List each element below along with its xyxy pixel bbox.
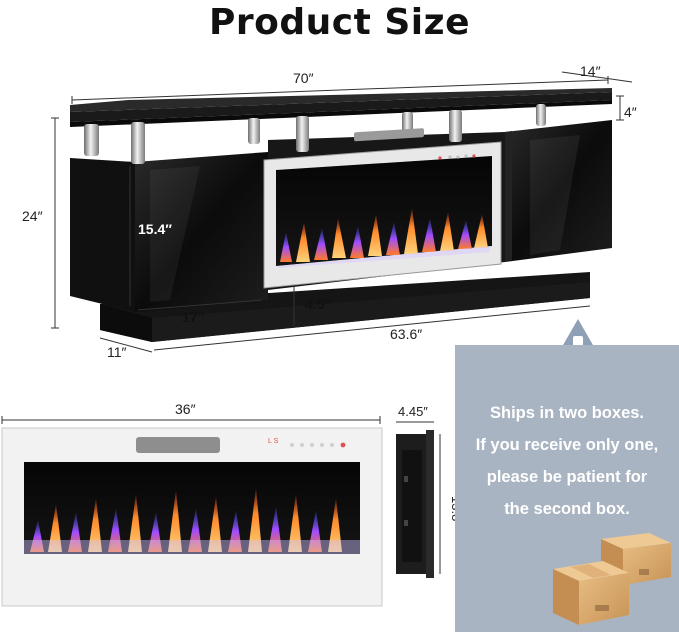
fireplace-dimension-lines xyxy=(1,416,441,574)
fireplace-front-view xyxy=(1,427,383,607)
notice-line-3: please be patient for xyxy=(486,468,648,486)
stand-depth-label: 14″ xyxy=(580,63,601,79)
base-width-label: 63.6″ xyxy=(390,326,423,342)
fireplace-depth-label: 4.45″ xyxy=(398,404,428,419)
stand-dimension-lines xyxy=(51,71,633,353)
fireplace-side-view xyxy=(396,430,434,578)
fireplace-width-label: 36″ xyxy=(175,401,196,417)
notice-line-2: If you receive only one, xyxy=(475,436,659,454)
cabinet-width-label: 17″ xyxy=(182,309,205,325)
stand-flames xyxy=(278,208,490,268)
fireplace-flames xyxy=(24,488,360,554)
stand-height-label: 24″ xyxy=(22,208,43,224)
fireplace-control-dots xyxy=(290,442,346,448)
page-title: Product Size xyxy=(209,2,470,43)
control-panel-label: L S xyxy=(268,438,279,445)
stand-top-shelf xyxy=(70,88,612,127)
base-depth-label: 11″ xyxy=(107,344,127,360)
stand-top-thickness-label: 4″ xyxy=(624,104,637,120)
shipping-notice-panel: Ships in two boxes. If you receive only … xyxy=(455,345,679,632)
shipping-boxes-icon xyxy=(553,533,671,625)
chrome-legs xyxy=(84,104,546,164)
notice-line-4: the second box. xyxy=(504,500,630,518)
stand-width-label: 70″ xyxy=(293,70,314,86)
shipping-notice-text: Ships in two boxes. If you receive only … xyxy=(455,397,679,525)
base-height-label: 4.5″ xyxy=(305,296,332,312)
stand-base xyxy=(100,272,590,342)
cabinet-height-label: 15.4″ xyxy=(138,221,172,237)
notice-line-1: Ships in two boxes. xyxy=(489,404,645,422)
stand-fireplace xyxy=(263,128,502,289)
